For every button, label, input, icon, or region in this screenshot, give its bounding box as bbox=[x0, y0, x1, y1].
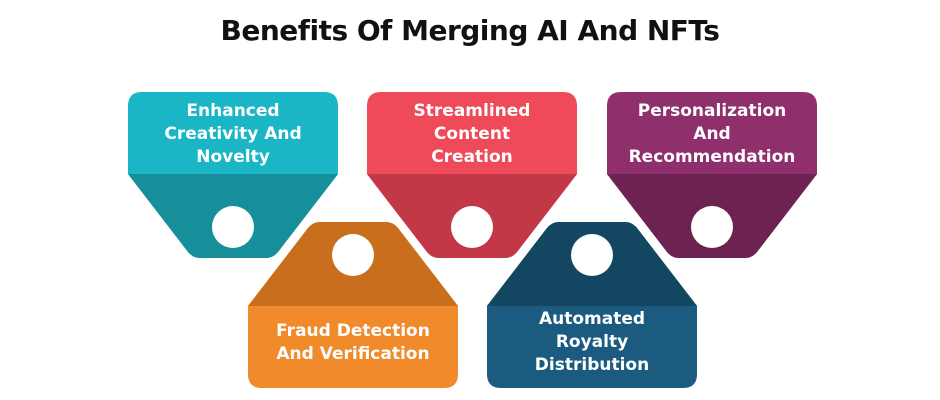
tag-hole-icon bbox=[451, 206, 493, 248]
benefit-label: Streamlined Content Creation bbox=[413, 101, 531, 167]
tag-hole-icon bbox=[332, 234, 374, 276]
benefit-label: Enhanced Creativity And Novelty bbox=[164, 101, 302, 167]
benefit-card-personalization: Personalization And Recommendation bbox=[607, 92, 817, 262]
tag-shape bbox=[248, 222, 458, 388]
tag-shape bbox=[128, 92, 338, 258]
benefit-card-enhanced-creativity: Enhanced Creativity And Novelty bbox=[128, 92, 338, 262]
tag-shape bbox=[487, 222, 697, 388]
benefit-label: Automated Royalty Distribution bbox=[534, 309, 650, 375]
benefit-card-fraud-detection: Fraud Detection And Verification bbox=[248, 222, 458, 392]
benefit-label: Fraud Detection And Verification bbox=[276, 321, 430, 364]
tag-shape bbox=[367, 92, 577, 258]
benefit-label: Personalization And Recommendation bbox=[628, 101, 796, 167]
tag-shape bbox=[607, 92, 817, 258]
tag-hole-icon bbox=[691, 206, 733, 248]
benefit-card-streamlined-content: Streamlined Content Creation bbox=[367, 92, 577, 262]
tag-hole-icon bbox=[212, 206, 254, 248]
benefit-card-automated-royalty: Automated Royalty Distribution bbox=[487, 222, 697, 392]
page-title: Benefits Of Merging AI And NFTs bbox=[220, 14, 720, 47]
tag-hole-icon bbox=[571, 234, 613, 276]
